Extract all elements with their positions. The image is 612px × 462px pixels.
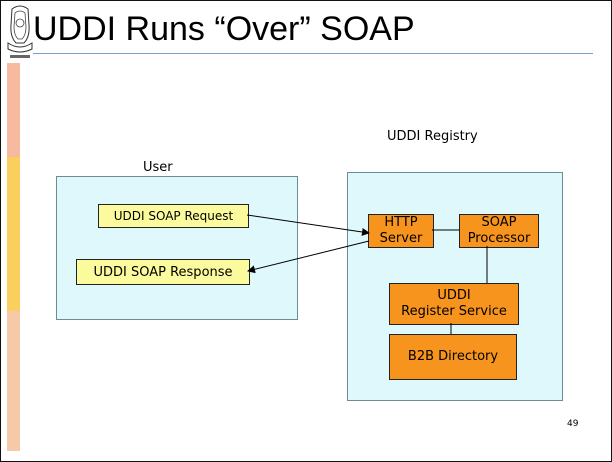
user-panel bbox=[56, 176, 298, 320]
page-number: 49 bbox=[567, 419, 579, 429]
request-arrow bbox=[246, 214, 370, 236]
response-arrow bbox=[247, 240, 370, 274]
soap-processor-line-1: SOAP bbox=[481, 215, 517, 230]
user-panel-label: User bbox=[143, 160, 173, 175]
soap-processor-box: SOAP Processor bbox=[459, 214, 539, 248]
http-server-box: HTTP Server bbox=[368, 214, 434, 248]
soap-response-box: UDDI SOAP Response bbox=[76, 259, 250, 285]
left-bar-segment-2 bbox=[7, 157, 20, 311]
slide-title: UDDI Runs “Over” SOAP bbox=[33, 10, 415, 48]
title-underline bbox=[33, 53, 593, 54]
http-server-line-1: HTTP bbox=[384, 215, 418, 230]
b2b-directory-box: B2B Directory bbox=[389, 334, 517, 380]
left-bar-segment-1 bbox=[7, 63, 20, 157]
register-service-box: UDDI Register Service bbox=[389, 283, 519, 325]
http-server-line-2: Server bbox=[379, 231, 423, 246]
register-service-line-2: Register Service bbox=[401, 304, 507, 319]
register-service-line-1: UDDI bbox=[437, 288, 471, 303]
soap-request-box: UDDI SOAP Request bbox=[98, 204, 249, 228]
university-seal-logo bbox=[7, 5, 33, 58]
left-bar-segment-3 bbox=[7, 311, 20, 451]
registry-panel-label: UDDI Registry bbox=[387, 129, 478, 144]
soap-processor-line-2: Processor bbox=[467, 231, 531, 246]
